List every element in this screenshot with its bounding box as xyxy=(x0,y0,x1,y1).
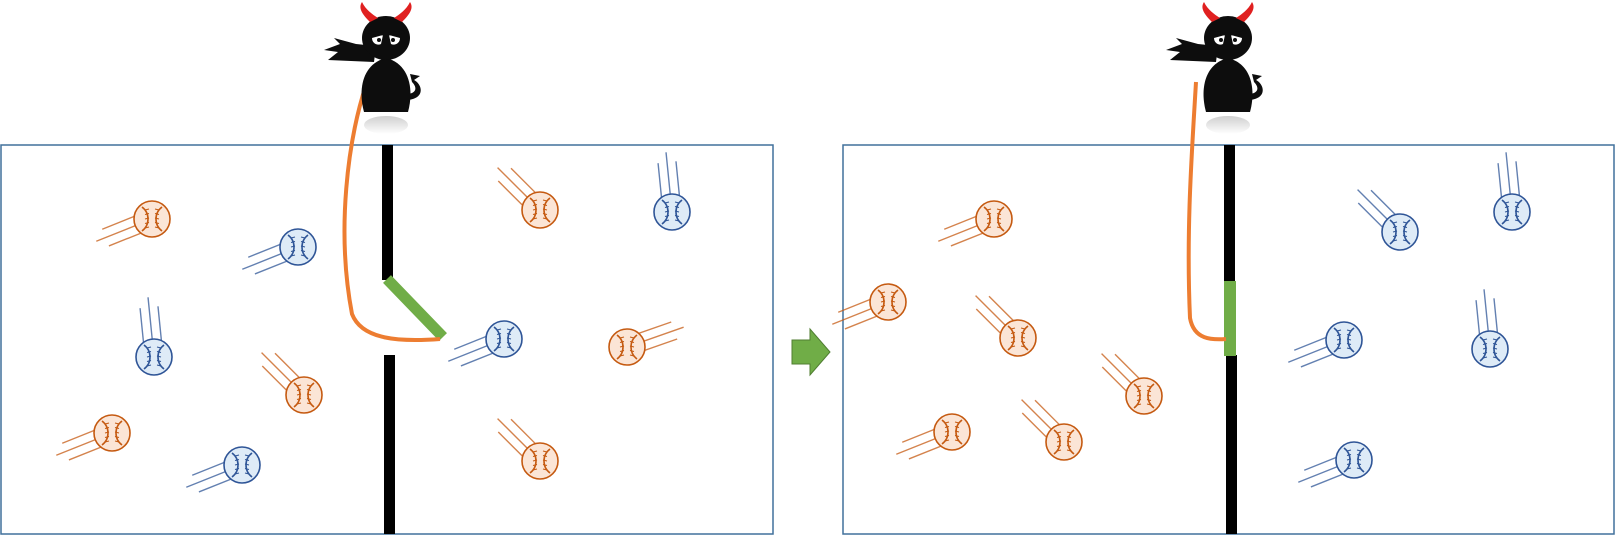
baseball-icon xyxy=(242,228,317,275)
baseball-icon xyxy=(1298,441,1373,488)
door-open xyxy=(383,275,447,341)
partition-wall-lower xyxy=(1226,355,1237,534)
baseball-icon xyxy=(135,297,173,376)
baseball-icon xyxy=(1357,189,1419,251)
baseball-icon xyxy=(497,418,559,480)
baseball-icon xyxy=(896,413,971,460)
baseball-icon xyxy=(653,152,691,231)
panel-after xyxy=(832,2,1615,535)
baseball-icon xyxy=(186,446,261,493)
baseball-icon xyxy=(832,283,907,330)
demon-rope xyxy=(1186,81,1227,342)
baseball-icon xyxy=(261,352,323,414)
baseball-icon xyxy=(608,321,684,366)
baseball-icon xyxy=(1471,289,1509,368)
panel-before xyxy=(0,2,774,535)
baseball-icon xyxy=(1493,152,1531,231)
baseball-icon xyxy=(497,167,559,229)
partition-wall-upper xyxy=(1224,145,1235,282)
door-closed xyxy=(1224,281,1236,356)
baseball-icon xyxy=(938,200,1013,247)
baseball-icon xyxy=(448,320,523,367)
baseball-icon xyxy=(975,295,1037,357)
partition-wall-lower xyxy=(384,355,395,534)
baseball-icon xyxy=(96,200,171,247)
baseball-icon xyxy=(1288,321,1363,368)
right-arrow-icon xyxy=(791,327,831,377)
baseball-icon xyxy=(1021,399,1083,461)
baseball-icon xyxy=(1101,353,1163,415)
baseball-icon xyxy=(56,414,131,461)
partition-wall-upper xyxy=(382,145,393,280)
maxwell-demon-icon xyxy=(324,2,421,134)
maxwell-demon-icon xyxy=(1166,2,1263,134)
demon-rope xyxy=(342,84,441,343)
